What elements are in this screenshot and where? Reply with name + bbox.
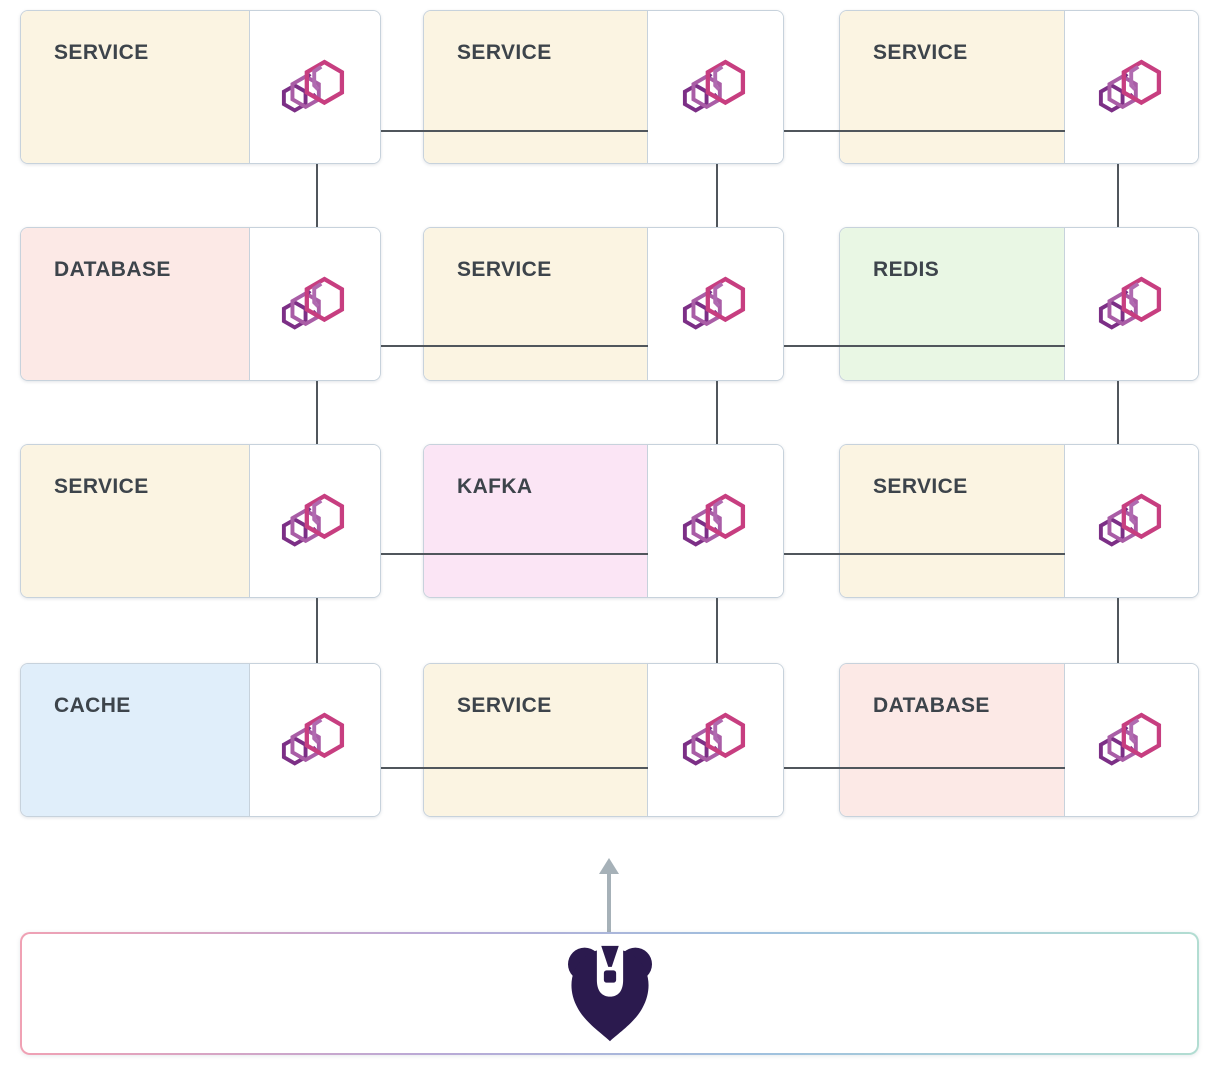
node-color-panel: SERVICE: [21, 11, 250, 163]
node-color-panel: KAFKA: [424, 445, 648, 597]
footer-bar-inner: [22, 934, 1197, 1053]
node-color-panel: SERVICE: [424, 228, 648, 380]
node-label: SERVICE: [457, 258, 552, 281]
edge-line: [381, 345, 648, 347]
node-icon-panel: [250, 445, 380, 597]
node-color-panel: REDIS: [840, 228, 1065, 380]
node-icon-panel: [1065, 228, 1198, 380]
node-label: SERVICE: [873, 475, 968, 498]
containers-hexagon-icon: [677, 488, 755, 554]
node-card-service[interactable]: SERVICE: [839, 10, 1199, 164]
edge-line: [316, 381, 318, 444]
node-label: KAFKA: [457, 475, 533, 498]
node-icon-panel: [250, 11, 380, 163]
node-label: DATABASE: [54, 258, 171, 281]
node-icon-panel: [1065, 664, 1198, 816]
up-arrow-stem: [607, 873, 611, 932]
edge-line: [784, 345, 1065, 347]
node-icon-panel: [648, 445, 783, 597]
node-label: SERVICE: [54, 41, 149, 64]
edge-line: [784, 130, 1065, 132]
edge-line: [716, 381, 718, 444]
node-card-service[interactable]: SERVICE: [423, 227, 784, 381]
node-color-panel: SERVICE: [21, 445, 250, 597]
node-color-panel: DATABASE: [21, 228, 250, 380]
node-icon-panel: [648, 664, 783, 816]
node-card-service[interactable]: SERVICE: [20, 10, 381, 164]
node-card-service[interactable]: SERVICE: [423, 663, 784, 817]
containers-hexagon-icon: [677, 271, 755, 337]
node-color-panel: DATABASE: [840, 664, 1065, 816]
node-color-panel: CACHE: [21, 664, 250, 816]
edge-line: [381, 767, 648, 769]
node-color-panel: SERVICE: [424, 11, 648, 163]
footer-bar: [20, 932, 1199, 1055]
containers-hexagon-icon: [276, 54, 354, 120]
node-icon-panel: [250, 664, 380, 816]
node-card-service[interactable]: SERVICE: [20, 444, 381, 598]
node-card-service[interactable]: SERVICE: [839, 444, 1199, 598]
node-label: SERVICE: [457, 41, 552, 64]
containers-hexagon-icon: [677, 54, 755, 120]
edge-line: [1117, 598, 1119, 663]
node-color-panel: SERVICE: [840, 11, 1065, 163]
node-color-panel: SERVICE: [424, 664, 648, 816]
node-icon-panel: [648, 11, 783, 163]
containers-hexagon-icon: [276, 707, 354, 773]
containers-hexagon-icon: [276, 271, 354, 337]
edge-line: [784, 767, 1065, 769]
node-color-panel: SERVICE: [840, 445, 1065, 597]
node-card-redis[interactable]: REDIS: [839, 227, 1199, 381]
containers-hexagon-icon: [1093, 271, 1171, 337]
node-card-cache[interactable]: CACHE: [20, 663, 381, 817]
edge-line: [1117, 381, 1119, 444]
containers-hexagon-icon: [276, 488, 354, 554]
edge-line: [316, 164, 318, 227]
up-arrow-icon: [599, 858, 619, 874]
node-card-database[interactable]: DATABASE: [20, 227, 381, 381]
node-label: CACHE: [54, 694, 131, 717]
node-label: SERVICE: [873, 41, 968, 64]
node-icon-panel: [1065, 445, 1198, 597]
containers-hexagon-icon: [677, 707, 755, 773]
edge-line: [316, 598, 318, 663]
containers-hexagon-icon: [1093, 488, 1171, 554]
edge-line: [381, 130, 648, 132]
node-label: REDIS: [873, 258, 940, 281]
node-card-kafka[interactable]: KAFKA: [423, 444, 784, 598]
node-icon-panel: [1065, 11, 1198, 163]
node-label: DATABASE: [873, 694, 990, 717]
node-card-service[interactable]: SERVICE: [423, 10, 784, 164]
node-card-database[interactable]: DATABASE: [839, 663, 1199, 817]
edge-line: [716, 164, 718, 227]
node-icon-panel: [250, 228, 380, 380]
edge-line: [381, 553, 648, 555]
containers-hexagon-icon: [1093, 54, 1171, 120]
containers-hexagon-icon: [1093, 707, 1171, 773]
node-icon-panel: [648, 228, 783, 380]
node-label: SERVICE: [457, 694, 552, 717]
edge-line: [1117, 164, 1119, 227]
edge-line: [716, 598, 718, 663]
node-label: SERVICE: [54, 475, 149, 498]
bear-logo-icon: [567, 945, 652, 1041]
edge-line: [784, 553, 1065, 555]
